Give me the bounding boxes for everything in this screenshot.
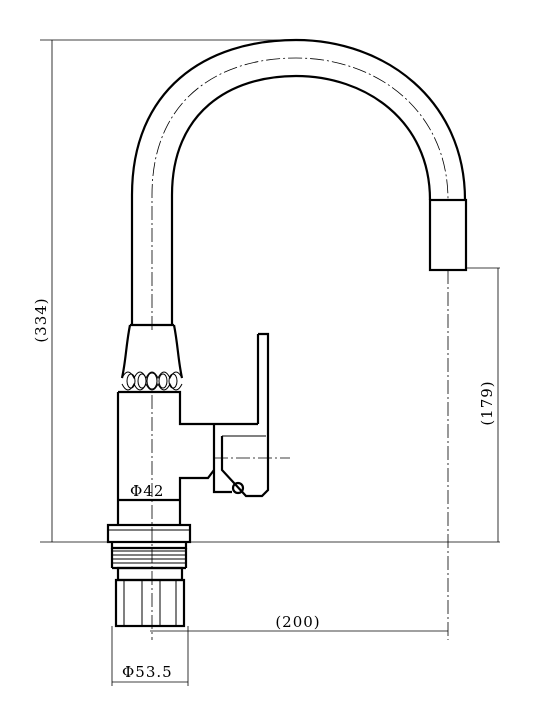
faucet-body — [116, 390, 215, 640]
dimension-spout-reach: (200) — [150, 613, 448, 632]
spout-tip — [428, 198, 468, 640]
spout-height-label: (179) — [478, 380, 496, 425]
faucet-lever-handle[interactable] — [212, 332, 290, 498]
spout-reach-label: (200) — [275, 613, 320, 631]
base-flange — [106, 523, 192, 544]
body-diameter-label: Φ42 — [130, 482, 164, 500]
dimension-body-diameter: Φ42 — [118, 482, 180, 501]
knurl-ring — [121, 371, 183, 391]
total-height-label: (334) — [32, 297, 50, 342]
dimension-spout-height: (179) — [466, 267, 500, 542]
base-diameter-label: Φ53.5 — [122, 663, 173, 681]
faucet-spout — [130, 38, 467, 330]
dimension-base-diameter: Φ53.5 — [111, 626, 189, 686]
swivel-collar — [120, 323, 184, 391]
mounting-nut — [114, 566, 186, 628]
threaded-shank — [110, 542, 188, 570]
dimension-total-height: (334) — [32, 39, 500, 543]
